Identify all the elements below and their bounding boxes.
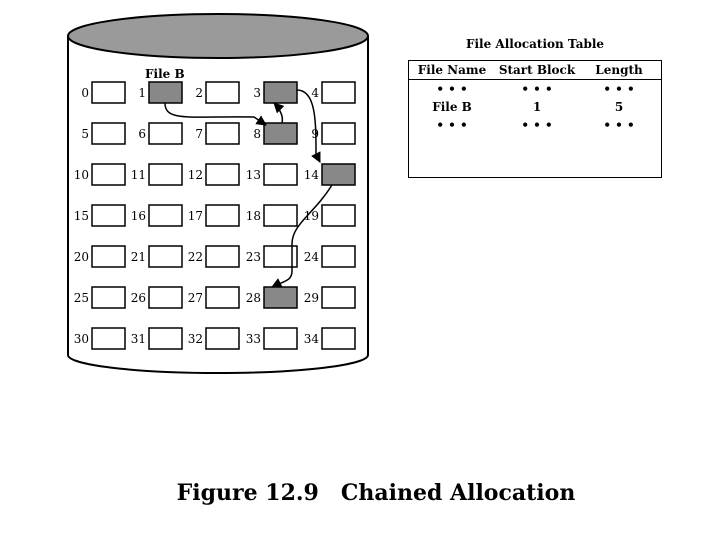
block-number: 0 [81,86,89,100]
fat-row: • • • • • • • • • [409,116,661,134]
block-number: 7 [195,127,203,141]
free-block [91,245,126,268]
block-number: 24 [304,250,320,264]
free-block [91,81,126,104]
free-block [91,286,126,309]
block-number: 8 [253,127,261,141]
fat-cell: • • • [521,118,553,132]
free-block [91,122,126,145]
figure-title: Chained Allocation [340,480,576,506]
figure-caption: Figure 12.9 Chained Allocation [0,480,720,506]
free-block [263,327,298,350]
block-number: 32 [188,332,203,346]
chain-arrow [296,89,321,163]
fat-header-file-name: File Name [417,63,487,77]
block-number: 23 [246,250,261,264]
allocated-block [148,81,183,104]
allocated-block [263,122,298,145]
block-number: 30 [74,332,89,346]
disk-top [67,13,369,59]
free-block [263,245,298,268]
free-block [91,204,126,227]
block-number: 13 [246,168,261,182]
fat-cell: • • • [603,118,635,132]
free-block [321,81,356,104]
block-number: 18 [246,209,261,223]
allocated-block [263,286,298,309]
free-block [321,327,356,350]
fat-cell: • • • [436,118,468,132]
free-block [205,122,240,145]
block-number: 26 [131,291,146,305]
block-number: 27 [188,291,203,305]
fat-row: File B 1 5 [409,98,661,116]
block-number: 16 [131,209,146,223]
fat-header-row: File Name Start Block Length [409,61,661,80]
block-number: 3 [253,86,261,100]
block-number: 1 [138,86,146,100]
block-number: 34 [304,332,320,346]
block-number: 14 [304,168,320,182]
free-block [263,163,298,186]
free-block [148,327,183,350]
free-block [321,122,356,145]
block-number: 19 [304,209,319,223]
chain-arrows [164,89,333,288]
file-b-label: File B [145,67,185,81]
free-block [148,204,183,227]
free-block [205,286,240,309]
free-block [205,327,240,350]
fat-cell-length: 5 [614,100,624,114]
fat-header-length: Length [595,63,643,77]
chain-arrow [164,102,267,126]
fat-header-start-block: Start Block [498,63,576,77]
block-number: 12 [188,168,203,182]
fat-title: File Allocation Table [465,37,605,51]
fat-cell-file-name: File B [432,100,472,114]
allocated-block [263,81,298,104]
allocated-block [321,163,356,186]
free-block [263,204,298,227]
free-block [91,327,126,350]
block-number: 2 [195,86,203,100]
block-number: 6 [138,127,146,141]
block-number: 17 [188,209,203,223]
free-block [321,204,356,227]
free-block [91,163,126,186]
block-number: 28 [246,291,261,305]
fat-row: • • • • • • • • • [409,80,661,98]
free-block [148,122,183,145]
fat-cell-start-block: 1 [532,100,542,114]
block-number: 31 [131,332,146,346]
block-number: 21 [131,250,146,264]
block-number: 22 [188,250,203,264]
free-block [148,245,183,268]
free-block [148,163,183,186]
block-number: 15 [74,209,89,223]
free-block [148,286,183,309]
block-number: 29 [304,291,319,305]
block-number: 20 [74,250,89,264]
chain-arrow [273,102,285,124]
file-allocation-table: File Name Start Block Length • • • • • •… [408,60,662,178]
free-block [205,81,240,104]
chain-arrow [271,184,333,288]
block-number: 33 [246,332,261,346]
free-block [205,204,240,227]
fat-cell: • • • [603,82,635,96]
free-block [321,245,356,268]
free-block [205,245,240,268]
block-number: 10 [74,168,89,182]
block-number: 11 [131,168,146,182]
free-block [321,286,356,309]
block-number: 4 [311,86,319,100]
block-number: 25 [74,291,89,305]
fat-cell: • • • [436,82,468,96]
fat-cell: • • • [521,82,553,96]
free-block [205,163,240,186]
block-number: 5 [81,127,89,141]
figure-number: Figure 12.9 [176,480,319,506]
